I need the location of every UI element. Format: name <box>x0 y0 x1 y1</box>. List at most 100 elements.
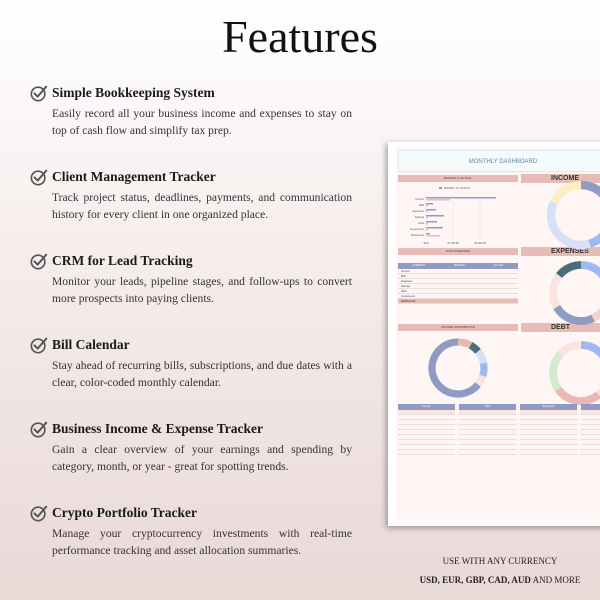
income-donut-segment <box>588 232 600 248</box>
currency-codes-line: USD, EUR, GBP, CAD, AUD AND MORE <box>400 575 600 585</box>
legend-swatch-actual <box>456 187 459 189</box>
expenses-donut-segment <box>553 304 595 325</box>
feature-description: Monitor your leads, pipeline stages, and… <box>52 275 352 305</box>
mini-table-title: Income <box>398 404 455 410</box>
section-income: INCOME <box>521 174 600 183</box>
dashboard-preview: MONTHLY DASHBOARD BUDGET & ACTUAL INCOME… <box>388 142 600 526</box>
debt-donut-segment <box>549 351 564 392</box>
axis-tick: 10,000.00 <box>447 241 459 245</box>
overview-row: Investments <box>398 294 518 299</box>
income-donut-segment <box>546 200 591 250</box>
bar-budget <box>426 197 496 199</box>
bar-budget <box>426 215 444 217</box>
debt-donut-segment <box>580 341 600 359</box>
feature-title: Simple Bookkeeping System <box>52 85 215 100</box>
debt-donut-segment <box>557 341 582 357</box>
bar-budget <box>426 221 437 223</box>
overview-row: Debt <box>398 289 518 294</box>
expenses-donut-segment <box>556 261 582 279</box>
legend-budget: BUDGET <box>444 186 455 190</box>
bar-actual <box>426 199 450 201</box>
overview-row-label: Savings <box>401 285 411 288</box>
bar-label: Debt <box>419 221 425 225</box>
overview-row: Savings <box>398 284 518 289</box>
bar-actual <box>426 211 428 213</box>
page-title: Features <box>222 11 378 62</box>
income-donut-segment <box>549 180 582 205</box>
overview-row-label: REMAINING <box>401 300 416 303</box>
bar-actual <box>426 223 428 225</box>
bar-budget <box>426 203 433 205</box>
expenses-donut-segment <box>549 273 563 309</box>
check-circle-icon <box>30 253 48 270</box>
overview-row-label: Investments <box>401 295 415 298</box>
expenses-donut-segment <box>591 307 600 322</box>
feature-title: Bill Calendar <box>52 337 130 352</box>
bar-label: Savings <box>415 215 425 219</box>
mini-table: Bills <box>459 404 516 455</box>
bar-actual <box>426 217 428 219</box>
distribution-donut-segment <box>475 374 487 387</box>
bar-budget <box>426 233 430 235</box>
currency-suffix: AND MORE <box>530 575 581 585</box>
bar-label: Bills <box>419 203 424 207</box>
feature-title: Crypto Portfolio Tracker <box>52 505 197 520</box>
feature-description: Manage your cryptocurrency investments w… <box>52 527 352 557</box>
expenses-donut-segment <box>580 261 600 279</box>
income-donut-segment <box>580 180 600 198</box>
check-circle-icon <box>30 505 48 522</box>
bar-budget <box>426 227 443 229</box>
feature-description: Gain a clear overview of your earnings a… <box>52 443 352 473</box>
overview-row: Bills <box>398 274 518 279</box>
distribution-donut-segment <box>428 338 481 398</box>
bar-actual <box>426 205 428 207</box>
debt-donut-segment <box>554 386 600 405</box>
bar-label: Retirement <box>411 233 424 237</box>
overview-row: Income <box>398 269 518 274</box>
mini-table-title: Bills <box>459 404 516 410</box>
feature-title: Client Management Tracker <box>52 169 216 184</box>
mini-table: Savings <box>581 404 600 455</box>
dashboard-graphics: BUDGET ACTUAL IncomeBillsExpensesSavingsDe… <box>410 180 600 405</box>
check-circle-icon <box>30 169 48 186</box>
overview-header: SUMMARY <box>412 264 426 267</box>
feature-title: Business Income & Expense Tracker <box>52 421 264 436</box>
section-distribution: INCOME DISTRIBUTION <box>398 324 518 331</box>
bar-actual <box>426 229 428 231</box>
mini-table-title: Savings <box>581 404 600 410</box>
bar-label: Income <box>415 197 424 201</box>
dashboard-title: MONTHLY DASHBOARD <box>398 150 600 172</box>
axis-tick: $.00 <box>423 241 429 245</box>
overview-row: Expenses <box>398 279 518 284</box>
feature-title: CRM for Lead Tracking <box>52 253 193 268</box>
legend-actual: ACTUAL <box>460 186 471 190</box>
axis-tick: 20,000.00 <box>474 241 486 245</box>
bar-label: Expenses <box>413 209 425 213</box>
distribution-donut-segment <box>468 342 481 354</box>
overview-row-label: Debt <box>401 290 407 293</box>
currency-codes: USD, EUR, GBP, CAD, AUD <box>419 575 531 585</box>
check-circle-icon <box>30 337 48 354</box>
overview-row: REMAINING <box>398 299 518 304</box>
mini-table: Income <box>398 404 455 455</box>
check-circle-icon <box>30 85 48 102</box>
currency-line: USE WITH ANY CURRENCY <box>442 556 558 566</box>
overview-header: ACTUAL <box>493 264 504 267</box>
distribution-donut-segment <box>479 362 488 378</box>
overview-header: BUDGET <box>454 264 465 267</box>
mini-table: Expenses <box>520 404 577 455</box>
legend-swatch-budget <box>439 187 442 189</box>
bar-label: Investments <box>410 227 425 231</box>
feature-description: Stay ahead of recurring bills, subscript… <box>52 359 352 389</box>
bar-actual <box>426 235 440 237</box>
distribution-donut-segment <box>457 338 473 349</box>
section-debt: DEBT <box>521 323 600 332</box>
distribution-donut-segment <box>475 349 488 365</box>
currency-note: USE WITH ANY CURRENCY USD, EUR, GBP, CAD… <box>400 556 600 594</box>
section-expenses: EXPENSES <box>521 247 600 256</box>
feature-description: Track project status, deadlines, payment… <box>52 191 352 221</box>
overview-row-label: Expenses <box>401 280 413 283</box>
mini-table-title: Expenses <box>520 404 577 410</box>
section-budget: BUDGET & ACTUAL <box>398 175 518 182</box>
